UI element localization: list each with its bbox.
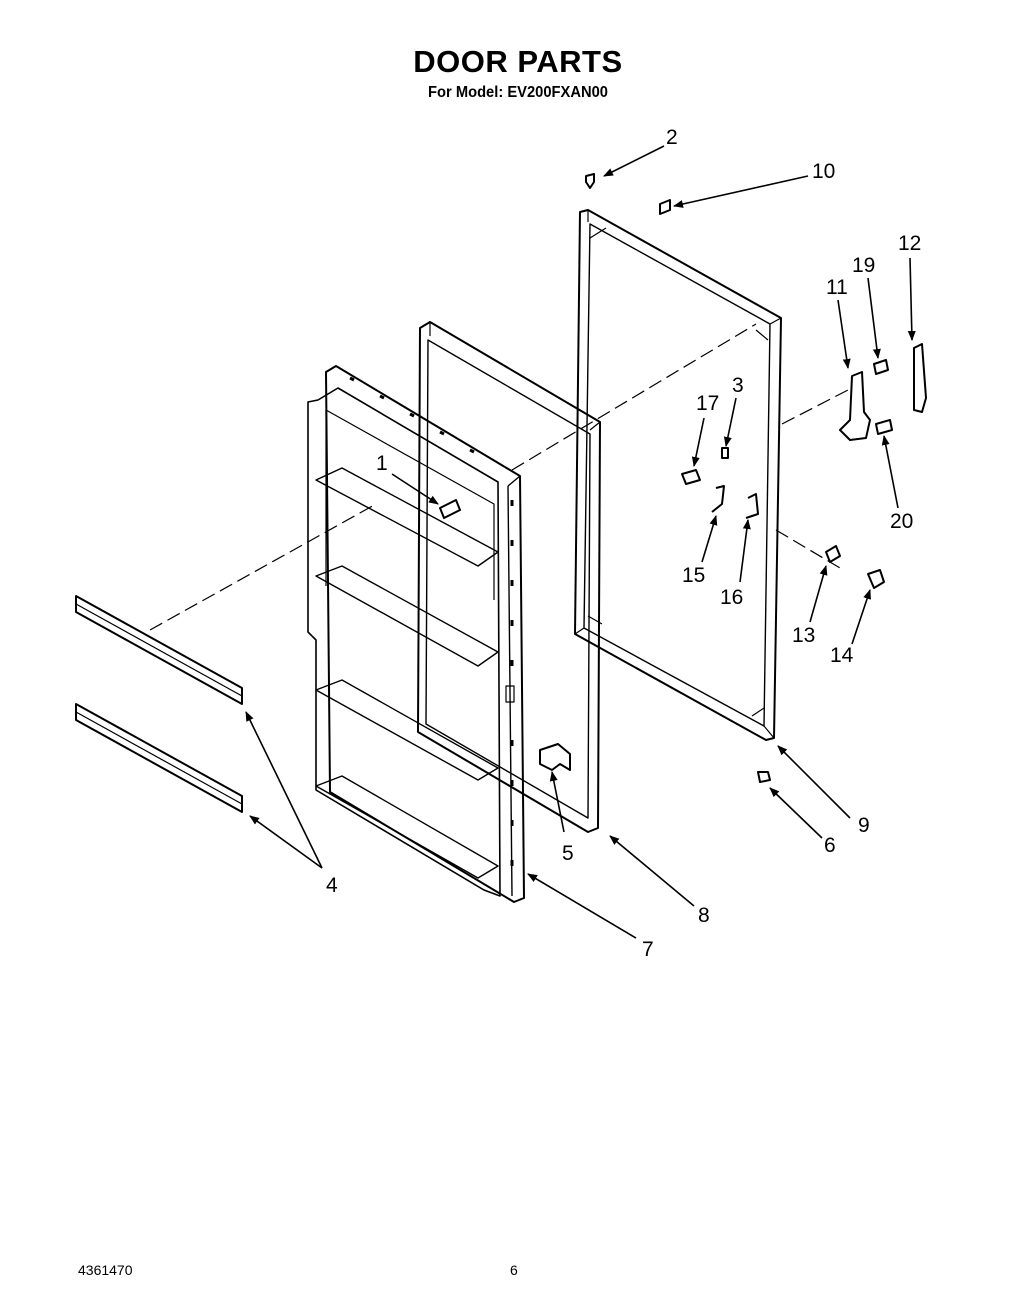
callout-11: 11: [826, 276, 848, 299]
callout-13: 13: [792, 624, 815, 647]
hinge-part-11: [839, 371, 871, 441]
bracket-part-5: [539, 743, 571, 771]
leader-lines: [245, 145, 916, 939]
pin-part-13: [825, 545, 841, 563]
callout-15: 15: [682, 564, 705, 587]
outer-door-panel: [574, 209, 782, 741]
callout-labels: 1 2 3 4 5 6 7 8 9 10 11 12 13 14 15 16 1…: [326, 126, 921, 961]
callout-8: 8: [698, 904, 710, 927]
hinge-cover-part-12: [913, 343, 927, 413]
callout-6: 6: [824, 834, 836, 857]
door-shelf-bar-lower: [75, 703, 243, 813]
nut-part-6: [757, 771, 771, 783]
callout-19: 19: [852, 254, 875, 277]
callout-12: 12: [898, 232, 921, 255]
screw-part-20: [875, 419, 893, 435]
clip-part-16: [745, 493, 759, 519]
clip-part-15: [711, 485, 725, 513]
callout-20: 20: [890, 510, 913, 533]
callout-17: 17: [696, 392, 719, 415]
cap-part-10: [659, 199, 671, 215]
clip-part-3: [721, 447, 729, 459]
callout-1: 1: [376, 452, 388, 475]
door-gasket: [417, 321, 601, 833]
callout-9: 9: [858, 814, 870, 837]
callout-7: 7: [642, 938, 654, 961]
callout-10: 10: [812, 160, 835, 183]
page-number: 6: [510, 1262, 518, 1278]
screw-part-17: [681, 469, 701, 485]
screw-part-1: [439, 499, 461, 519]
stop-part-14: [867, 569, 885, 589]
inner-door-liner: [307, 365, 525, 903]
page-title: DOOR PARTS: [413, 44, 623, 79]
callout-14: 14: [830, 644, 854, 667]
screw-part-19: [873, 359, 889, 375]
screw-part-2: [585, 173, 595, 189]
callout-2: 2: [666, 126, 678, 149]
document-number: 4361470: [78, 1262, 133, 1278]
model-subtitle: For Model: EV200FXAN00: [428, 84, 608, 101]
callout-5: 5: [562, 842, 574, 865]
callout-16: 16: [720, 586, 743, 609]
door-shelf-bar-upper: [75, 595, 243, 705]
callout-4: 4: [326, 874, 338, 897]
callout-3: 3: [732, 374, 744, 397]
